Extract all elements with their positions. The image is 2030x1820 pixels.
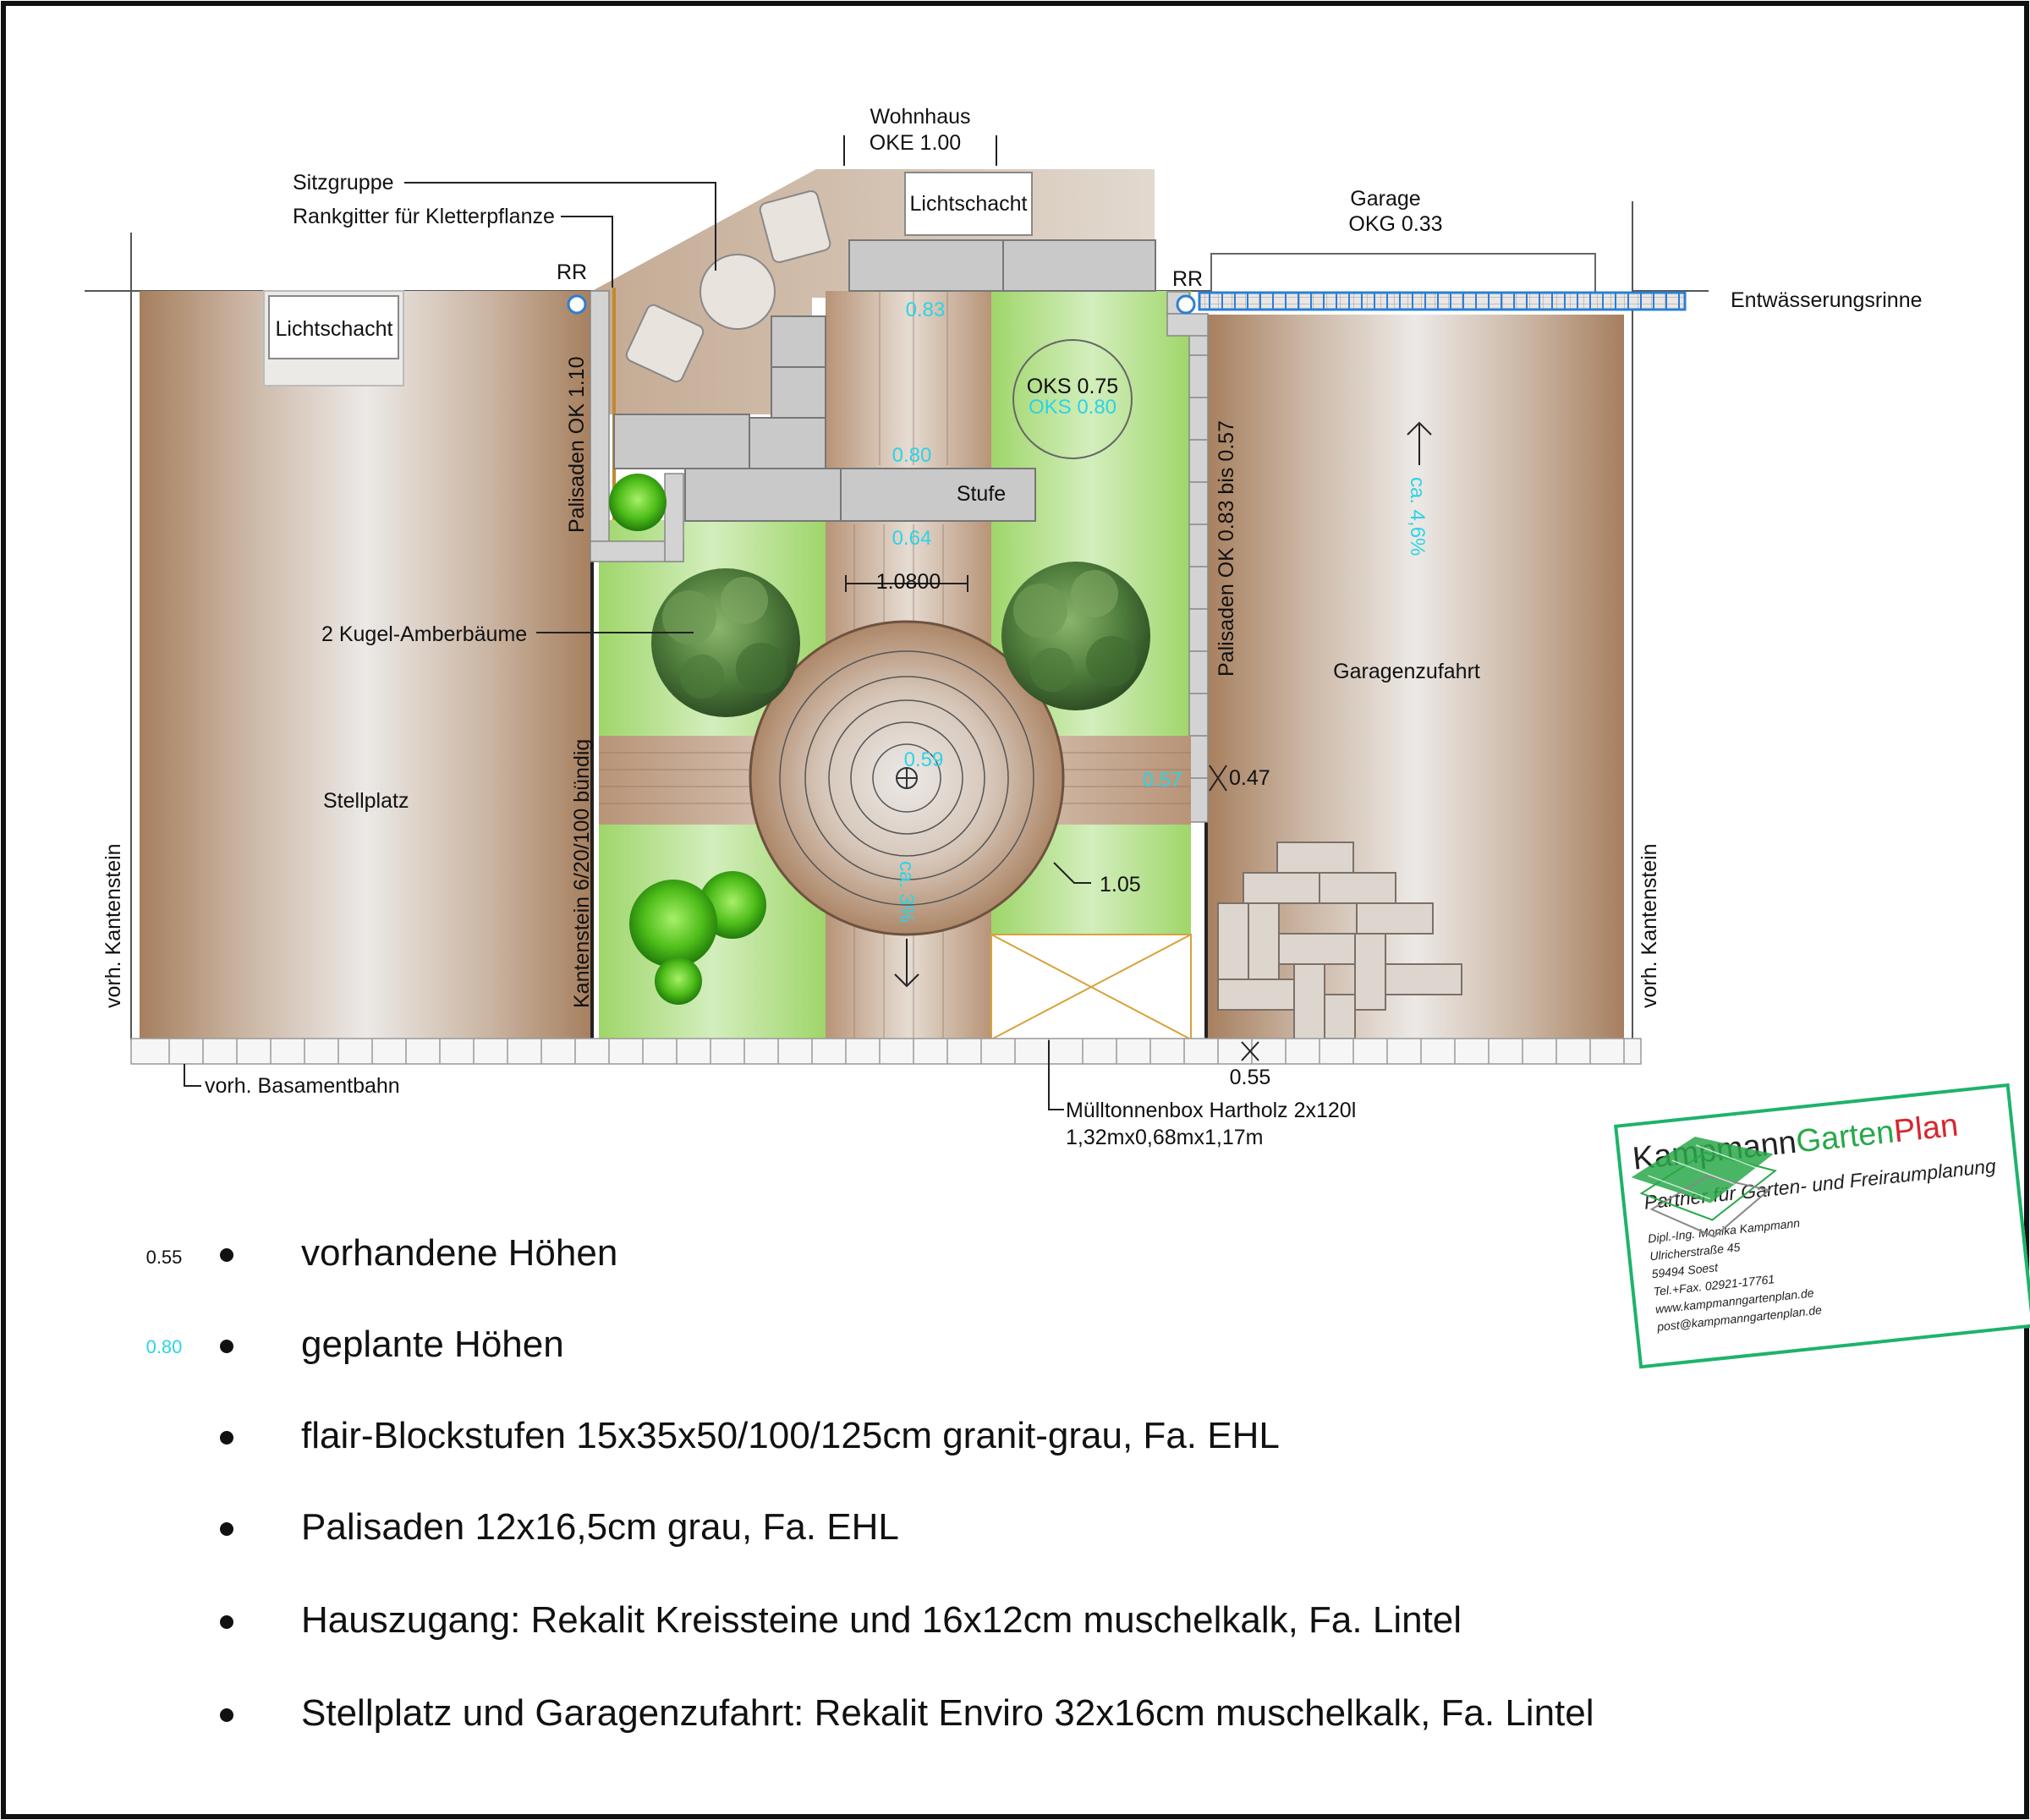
kantenstein-bundig-label: Kantenstein 6/20/100 bündig: [570, 739, 594, 1008]
wohnhaus-label: Wohnhaus: [870, 105, 970, 129]
entwaesserungsrinne: [1198, 291, 1687, 311]
palisaden-left: [590, 290, 610, 561]
lichtschacht-house: [904, 172, 1033, 236]
height-105-label: 1.05: [1100, 873, 1141, 896]
shrub-top: [609, 474, 667, 531]
planned-height-083: 0.83: [906, 299, 946, 321]
oks-exist-label: OKS 0.75: [1027, 375, 1118, 398]
sitzgruppe: [625, 189, 831, 383]
logo-brand-2: Garten: [1794, 1114, 1896, 1160]
lichtschacht-left-box: [268, 295, 399, 359]
palisaden-right: [1166, 291, 1209, 823]
height-047-label: 0.47: [1229, 766, 1270, 790]
gefaelle-label: ca. 4,6%: [1406, 477, 1429, 556]
palisaden-right-label: Palisaden OK 0.83 bis 0.57: [1215, 420, 1238, 677]
kampmann-logo-card: KampmannGartenPlan Partner für Garten- u…: [1614, 1083, 2030, 1369]
kugel-amberbaum-left: [651, 568, 800, 717]
stellplatz-area: [140, 291, 592, 1039]
muelltonnenbox: [990, 934, 1192, 1040]
shrub-2: [629, 880, 717, 968]
rr-right-drain: [1176, 294, 1196, 315]
pflaster-pattern: [1217, 841, 1462, 1041]
palisaden-left-return: [664, 473, 684, 562]
basamentbahn: [130, 1038, 1642, 1065]
legend-bullet: [220, 1708, 233, 1722]
legend-bullet: [220, 1431, 233, 1444]
okg-label: OKG 0.33: [1348, 212, 1442, 236]
legend-bullet: [220, 1248, 233, 1262]
amber-label: 2 Kugel-Amberbäume: [321, 622, 527, 646]
planned-height-080: 0.80: [892, 444, 932, 467]
legend-item: geplante Höhen: [301, 1324, 564, 1365]
planned-height-057: 0.57: [1143, 769, 1182, 792]
palisaden-left-label: Palisaden OK 1.10: [565, 357, 589, 533]
stufe-label: Stufe: [957, 482, 1006, 506]
vorh-kantenstein-left-label: vorh. Kantenstein: [102, 843, 125, 1008]
garagenzufahrt-label: Garagenzufahrt: [1333, 660, 1480, 683]
shrub-3: [655, 957, 702, 1005]
legend-item: Palisaden 12x16,5cm grau, Fa. EHL: [301, 1506, 899, 1548]
leader-lines: [184, 135, 1091, 1110]
legend-planned-sample: 0.80: [146, 1336, 183, 1357]
garage-roof: [1210, 253, 1596, 293]
kugel-amberbaum-right: [1001, 562, 1150, 710]
logo-brand-3: Plan: [1892, 1107, 1961, 1150]
legend-bullet: [220, 1615, 233, 1629]
blockstufen: [613, 239, 1156, 522]
legend: 0.55 0.80 vorhandene Höhen geplante Höhe…: [146, 1232, 1594, 1734]
vorh-kantenstein-right-label: vorh. Kantenstein: [1638, 843, 1661, 1008]
slope-arrows: [894, 421, 1432, 988]
basament-label: vorh. Basamentbahn: [205, 1074, 400, 1098]
legend-bullet: [220, 1340, 233, 1353]
sitzgruppe-label: Sitzgruppe: [293, 171, 394, 195]
legend-bullet: [220, 1522, 233, 1536]
lichtschacht-house-label: Lichtschacht: [910, 192, 1028, 216]
height-055-label: 0.55: [1230, 1066, 1271, 1089]
planned-height-064: 0.64: [892, 527, 932, 550]
planned-height-059: 0.59: [904, 748, 944, 771]
rr-left-drain: [567, 294, 587, 315]
legend-item: vorhandene Höhen: [301, 1232, 617, 1274]
basamentbahn-joints: [168, 1039, 1625, 1064]
rinne-ticks: [1209, 293, 1680, 310]
path-width-label: 1.0800: [876, 570, 941, 594]
legend-item: Stellplatz und Garagenzufahrt: Rekalit E…: [301, 1692, 1594, 1734]
rr-right-label: RR: [1172, 267, 1203, 291]
rr-left-label: RR: [557, 260, 587, 284]
rankgitter-label: Rankgitter für Kletterpflanze: [293, 205, 555, 228]
rinne-label: Entwässerungsrinne: [1731, 288, 1923, 312]
kreis-platz: [749, 620, 1065, 936]
garage-label: Garage: [1350, 187, 1420, 211]
oke-label: OKE 1.00: [870, 131, 961, 155]
muell-label-1: Mülltonnenbox Hartholz 2x120l: [1066, 1099, 1356, 1122]
kreis-gefaelle-label: ca. 3%: [895, 861, 918, 923]
legend-item: Hauszugang: Rekalit Kreissteine und 16x1…: [301, 1599, 1462, 1641]
logo-mark-icon: [1631, 1137, 1777, 1238]
legend-existing-sample: 0.55: [146, 1247, 183, 1268]
dimension-ticks: [845, 575, 1259, 1061]
muell-label-2: 1,32mx0,68mx1,17m: [1066, 1126, 1263, 1149]
oks-plan-label: OKS 0.80: [1029, 396, 1116, 419]
stellplatz-label: Stellplatz: [323, 789, 409, 813]
lichtschacht-left-label: Lichtschacht: [276, 317, 393, 341]
oks-circle: [1012, 339, 1133, 459]
legend-item: flair-Blockstufen 15x35x50/100/125cm gra…: [301, 1415, 1280, 1456]
